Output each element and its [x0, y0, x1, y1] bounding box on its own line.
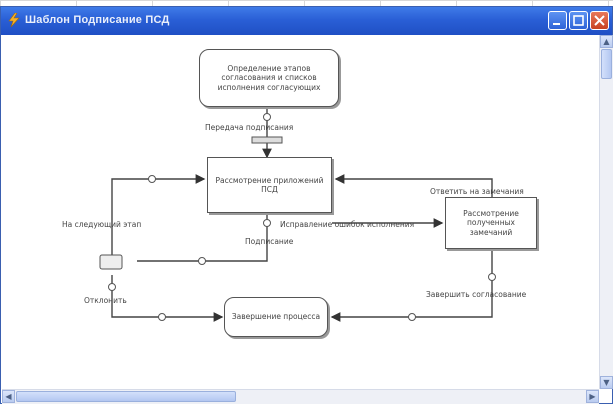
- label-rejected: Отклонить: [84, 296, 127, 305]
- horizontal-scroll-thumb[interactable]: [16, 391, 236, 402]
- diagram-window: Шаблон Подписание ПСД: [0, 6, 613, 404]
- arrow-right-icon[interactable]: ▶: [586, 390, 599, 403]
- vertical-scrollbar[interactable]: ▲ ▼: [599, 35, 613, 389]
- arrow-up-icon[interactable]: ▲: [600, 35, 613, 48]
- label-next-stage: На следующий этап: [62, 220, 142, 229]
- title-bar[interactable]: Шаблон Подписание ПСД: [1, 7, 612, 35]
- close-icon: [594, 15, 605, 26]
- diagram-connectors: [99, 107, 496, 322]
- node-review[interactable]: Рассмотрение приложений ПСД: [207, 157, 332, 213]
- arrow-left-icon[interactable]: ◀: [2, 390, 15, 403]
- node-remarks[interactable]: Рассмотрение полученных замечаний: [445, 197, 537, 249]
- close-button[interactable]: [590, 11, 609, 30]
- label-reply-remarks: Ответить на замечания: [430, 187, 524, 196]
- horizontal-scrollbar[interactable]: ◀ ▶: [2, 389, 599, 404]
- arrow-down-icon[interactable]: ▼: [600, 376, 613, 389]
- node-end[interactable]: Завершение процесса: [224, 297, 328, 337]
- label-transfer-sign: Передача подписания: [205, 123, 294, 132]
- label-finish-approval: Завершить согласование: [426, 290, 527, 299]
- bolt-icon: [7, 12, 21, 28]
- minimize-icon: [553, 23, 560, 25]
- diagram-canvas[interactable]: Определение этапов согласования и списко…: [2, 35, 599, 389]
- window-title: Шаблон Подписание ПСД: [25, 14, 170, 26]
- maximize-icon: [573, 15, 584, 26]
- minimize-button[interactable]: [548, 11, 567, 30]
- vertical-scroll-thumb[interactable]: [601, 49, 612, 79]
- maximize-button[interactable]: [569, 11, 588, 30]
- node-start[interactable]: Определение этапов согласования и списко…: [199, 49, 339, 107]
- label-sign: Подписание: [245, 237, 294, 246]
- label-fix-errors: Исправление ошибок исполнения: [280, 220, 415, 229]
